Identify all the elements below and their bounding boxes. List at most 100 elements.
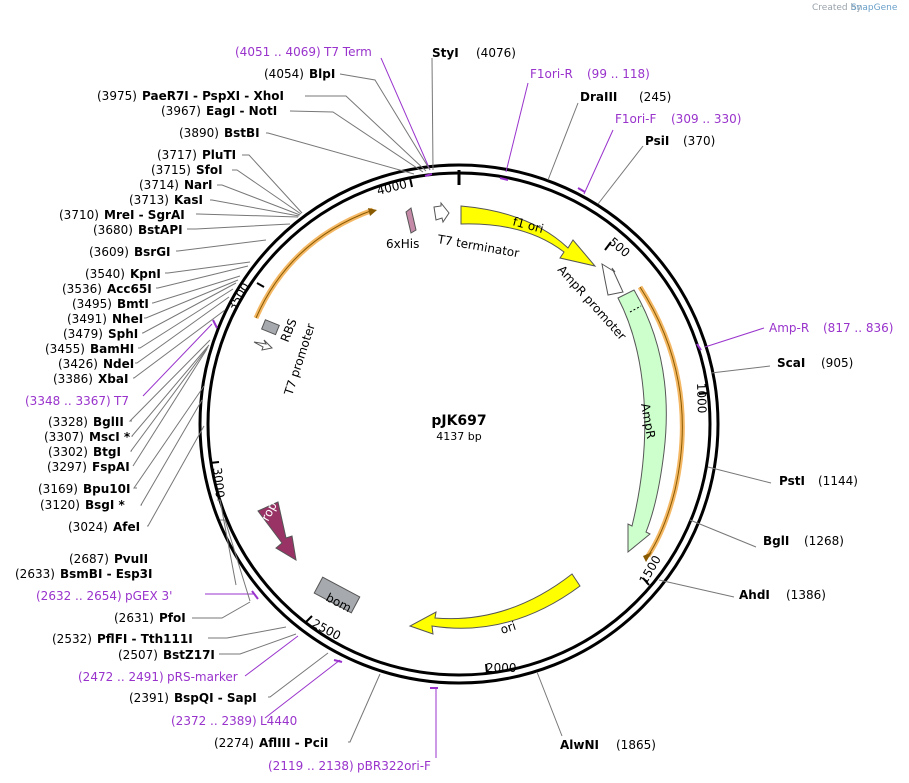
primer-l4440-name[interactable]: L4440: [260, 714, 297, 728]
site-pos: (3975): [97, 89, 137, 103]
ori-label: ori: [499, 619, 518, 637]
rbs-label: RBS: [278, 317, 300, 344]
primer-pgex-name[interactable]: pGEX 3': [125, 589, 172, 603]
primer-f1orir-name[interactable]: F1ori-R: [530, 67, 573, 81]
rbs-box: [260, 319, 280, 336]
site-name[interactable]: SfoI: [196, 163, 223, 177]
site-pos: (3609): [89, 245, 129, 259]
site-pos: (3967): [161, 104, 201, 118]
ampr-label: AmpR: [638, 402, 658, 440]
site-name[interactable]: BtgI: [93, 445, 121, 459]
site-name[interactable]: BstZ17I: [163, 648, 215, 662]
site-name[interactable]: MscI *: [89, 430, 131, 444]
site-name[interactable]: BsgI *: [85, 498, 126, 512]
site-pos: (3328): [48, 415, 88, 429]
site-name[interactable]: Bpu10I: [83, 482, 130, 496]
primer-t7-name[interactable]: T7: [113, 394, 129, 408]
site-pos: (3491): [67, 312, 107, 326]
site-name[interactable]: BspQI - SapI: [174, 691, 257, 705]
site-name[interactable]: BsrGI: [134, 245, 171, 259]
site-name[interactable]: FspAI: [92, 460, 130, 474]
site-name[interactable]: BlpI: [309, 67, 335, 81]
ampr-promoter-label: AmpR promoter: [555, 263, 629, 343]
site-styi-name[interactable]: StyI: [432, 46, 459, 60]
site-name[interactable]: PflFI - Tth111I: [97, 632, 193, 646]
site-labels-left: (4054) BlpI (3975) PaeR7I - PspXI - XhoI…: [15, 67, 335, 750]
site-name[interactable]: BsmBI - Esp3I: [60, 567, 152, 581]
site-pos: (2532): [52, 632, 92, 646]
site-name[interactable]: AfeI: [113, 520, 140, 534]
site-pos: (4054): [264, 67, 304, 81]
leader-lines-left: [128, 73, 431, 743]
site-scai-name[interactable]: ScaI: [777, 356, 805, 370]
site-pos: (2274): [214, 736, 254, 750]
tick-3000: 3000: [210, 467, 227, 499]
site-pos: (3297): [47, 460, 87, 474]
site-alwni-name[interactable]: AlwNI: [560, 738, 599, 752]
site-name[interactable]: PvuII: [114, 552, 148, 566]
site-name[interactable]: NarI: [184, 178, 213, 192]
t7-terminator-arrow: [433, 201, 450, 224]
rop-arrow: [257, 501, 297, 561]
site-name[interactable]: BglII: [93, 415, 124, 429]
site-pos: (3680): [93, 223, 133, 237]
primer-prs-name[interactable]: pRS-marker: [167, 670, 238, 684]
site-pos: (3120): [40, 498, 80, 512]
site-name[interactable]: SphI: [108, 327, 138, 341]
primer-pgex-range: (2632 .. 2654): [36, 589, 122, 603]
site-name[interactable]: XbaI: [98, 372, 128, 386]
site-bgli-name[interactable]: BglI: [763, 534, 789, 548]
site-pos: (2507): [118, 648, 158, 662]
site-name[interactable]: EagI - NotI: [206, 104, 277, 118]
primer-pbr322-range: (2119 .. 2138): [268, 759, 354, 773]
site-pos: (3455): [45, 342, 85, 356]
site-psii-name[interactable]: PsiI: [645, 134, 669, 148]
site-styi-pos: (4076): [476, 46, 516, 60]
primer-l4440-range: (2372 .. 2389): [171, 714, 257, 728]
site-labels-right: StyI (4076) DraIII (245) PsiI (370) ScaI…: [432, 46, 858, 752]
site-pos: (3714): [139, 178, 179, 192]
tick-4000: 4000: [375, 177, 408, 198]
primer-pbr322-name[interactable]: pBR322ori-F: [357, 759, 431, 773]
site-name[interactable]: KasI: [174, 193, 203, 207]
site-name[interactable]: PluTI: [202, 148, 236, 162]
site-psti-name[interactable]: PstI: [779, 474, 805, 488]
site-name[interactable]: BamHI: [90, 342, 134, 356]
primer-ampr-name[interactable]: Amp-R: [769, 321, 809, 335]
site-name[interactable]: BmtI: [117, 297, 149, 311]
site-name[interactable]: PaeR7I - PspXI - XhoI: [142, 89, 284, 103]
site-draiii-name[interactable]: DraIII: [580, 90, 617, 104]
site-pos: (3426): [58, 357, 98, 371]
site-alwni-pos: (1865): [616, 738, 656, 752]
his-label: 6xHis: [386, 237, 419, 251]
ampr-promoter-arrow: [601, 262, 624, 296]
plasmid-size: 4137 bp: [436, 430, 481, 443]
snapgene-logo: SnapGene: [851, 3, 898, 13]
orf-outline-left: [253, 207, 374, 319]
primer-ampr-range: (817 .. 836): [823, 321, 893, 335]
f1-ori-arrow: [460, 205, 597, 267]
site-ahdi-pos: (1386): [786, 588, 826, 602]
t7-terminator-label: T7 terminator: [435, 232, 520, 260]
site-name[interactable]: AflIII - PciI: [259, 736, 328, 750]
primer-t7term-name[interactable]: T7 Term: [323, 45, 372, 59]
site-name[interactable]: NheI: [112, 312, 143, 326]
site-name[interactable]: BstBI: [224, 126, 260, 140]
his-tag-box: [405, 207, 417, 234]
site-pos: (3710): [59, 208, 99, 222]
site-psti-pos: (1144): [818, 474, 858, 488]
site-name[interactable]: MreI - SgrAI: [104, 208, 185, 222]
site-name[interactable]: NdeI: [103, 357, 134, 371]
primer-f1orif-name[interactable]: F1ori-F: [615, 112, 656, 126]
site-name[interactable]: Acc65I: [107, 282, 152, 296]
site-name[interactable]: BstAPI: [138, 223, 183, 237]
primer-lines: [142, 57, 765, 758]
site-name[interactable]: KpnI: [130, 267, 161, 281]
site-pos: (3890): [179, 126, 219, 140]
site-pos: (3169): [38, 482, 78, 496]
tick-1000: 1000: [694, 383, 709, 414]
tick-1500: 1500: [636, 553, 663, 586]
site-ahdi-name[interactable]: AhdI: [739, 588, 770, 602]
ampr-arrow: [617, 289, 667, 554]
site-name[interactable]: PfoI: [159, 611, 186, 625]
